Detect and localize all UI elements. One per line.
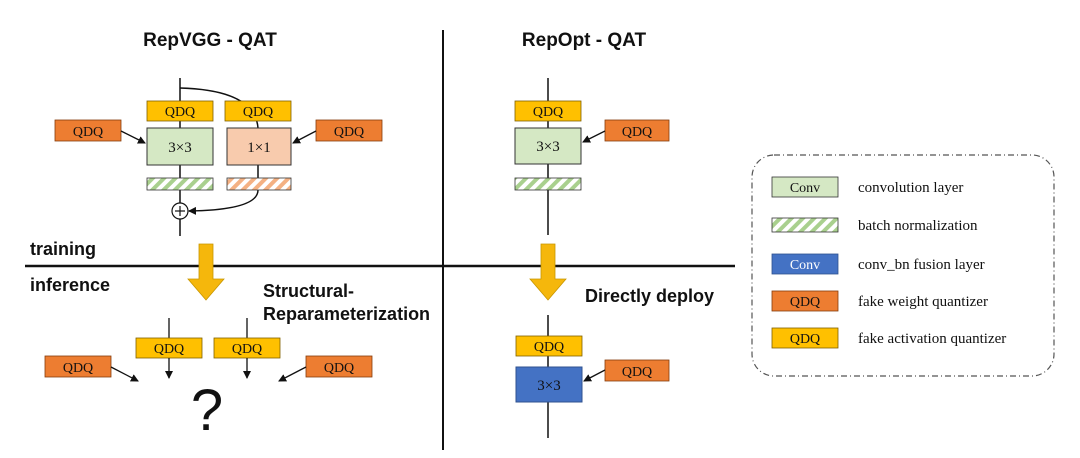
act-qdq-label: QDQ <box>165 105 195 120</box>
weight-qdq-box <box>44 355 112 378</box>
structural-label-line2: Reparameterization <box>263 304 430 324</box>
legend-conv-text: convolution layer <box>858 180 963 196</box>
legend-bn-swatch <box>771 217 839 233</box>
act-qdq-label: QDQ <box>243 105 273 120</box>
repvgg-inference-block: QDQ QDQ QDQ QDQ ? <box>44 318 373 443</box>
deploy-arrow-icon <box>529 243 567 301</box>
legend-bn-text: batch normalization <box>858 218 978 234</box>
inference-label: inference <box>30 275 110 295</box>
left-title: RepVGG - QAT <box>143 30 277 51</box>
conv-3x3-label: 3×3 <box>536 139 559 155</box>
legend-act-text: fake activation quantizer <box>858 331 1006 347</box>
legend-act-swatch <box>771 327 839 349</box>
legend-conv-swatch <box>771 176 839 198</box>
legend: Conv convolution layer batch normalizati… <box>751 154 1055 377</box>
weight-qdq-label: QDQ <box>334 125 364 140</box>
conv-1x1-box <box>226 127 292 166</box>
directly-deploy-label: Directly deploy <box>585 286 714 306</box>
question-mark: ? <box>191 378 223 443</box>
act-qdq-label: QDQ <box>533 105 563 120</box>
bn-bar <box>226 177 292 191</box>
repvgg-training-block: QDQ QDQ 3×3 1×1 QDQ QDQ <box>54 78 383 236</box>
conv-3x3-label: 3×3 <box>168 140 191 156</box>
act-qdq-box <box>514 100 582 122</box>
weight-qdq-box <box>315 119 383 142</box>
bn-bar <box>146 177 214 191</box>
legend-conv-swatch-label: Conv <box>790 181 820 196</box>
weight-qdq-box <box>54 119 122 142</box>
repopt-training-block: QDQ 3×3 QDQ <box>514 78 670 235</box>
conv-3x3-box <box>146 127 214 166</box>
weight-qdq-label: QDQ <box>63 361 93 376</box>
legend-weight-swatch-label: QDQ <box>790 295 820 310</box>
weight-qdq-label: QDQ <box>73 125 103 140</box>
act-qdq-label: QDQ <box>534 340 564 355</box>
legend-fused-text: conv_bn fusion layer <box>858 257 985 273</box>
legend-fused-swatch-label: Conv <box>790 258 820 273</box>
legend-act-swatch-label: QDQ <box>790 332 820 347</box>
act-qdq-label: QDQ <box>232 342 262 357</box>
legend-weight-swatch <box>771 290 839 312</box>
fused-conv-label: 3×3 <box>537 378 560 394</box>
bn-bar <box>514 177 582 191</box>
weight-qdq-label: QDQ <box>622 365 652 380</box>
legend-weight-text: fake weight quantizer <box>858 294 988 310</box>
transform-arrow-icon <box>187 243 225 301</box>
weight-qdq-box <box>604 119 670 142</box>
right-title: RepOpt - QAT <box>522 30 647 51</box>
act-qdq-box <box>515 335 583 357</box>
act-qdq-label: QDQ <box>154 342 184 357</box>
training-label: training <box>30 239 96 259</box>
conv-1x1-label: 1×1 <box>247 140 270 156</box>
repopt-inference-block: QDQ 3×3 QDQ <box>515 315 670 438</box>
structural-label-line1: Structural- <box>263 281 354 301</box>
weight-qdq-label: QDQ <box>622 125 652 140</box>
conv-3x3-box <box>514 127 582 165</box>
fused-conv-box <box>515 366 583 403</box>
act-qdq-box <box>146 100 214 122</box>
weight-qdq-label: QDQ <box>324 361 354 376</box>
act-qdq-box <box>224 100 292 122</box>
weight-qdq-box <box>305 355 373 378</box>
legend-frame <box>751 154 1055 377</box>
legend-fused-swatch <box>771 253 839 275</box>
